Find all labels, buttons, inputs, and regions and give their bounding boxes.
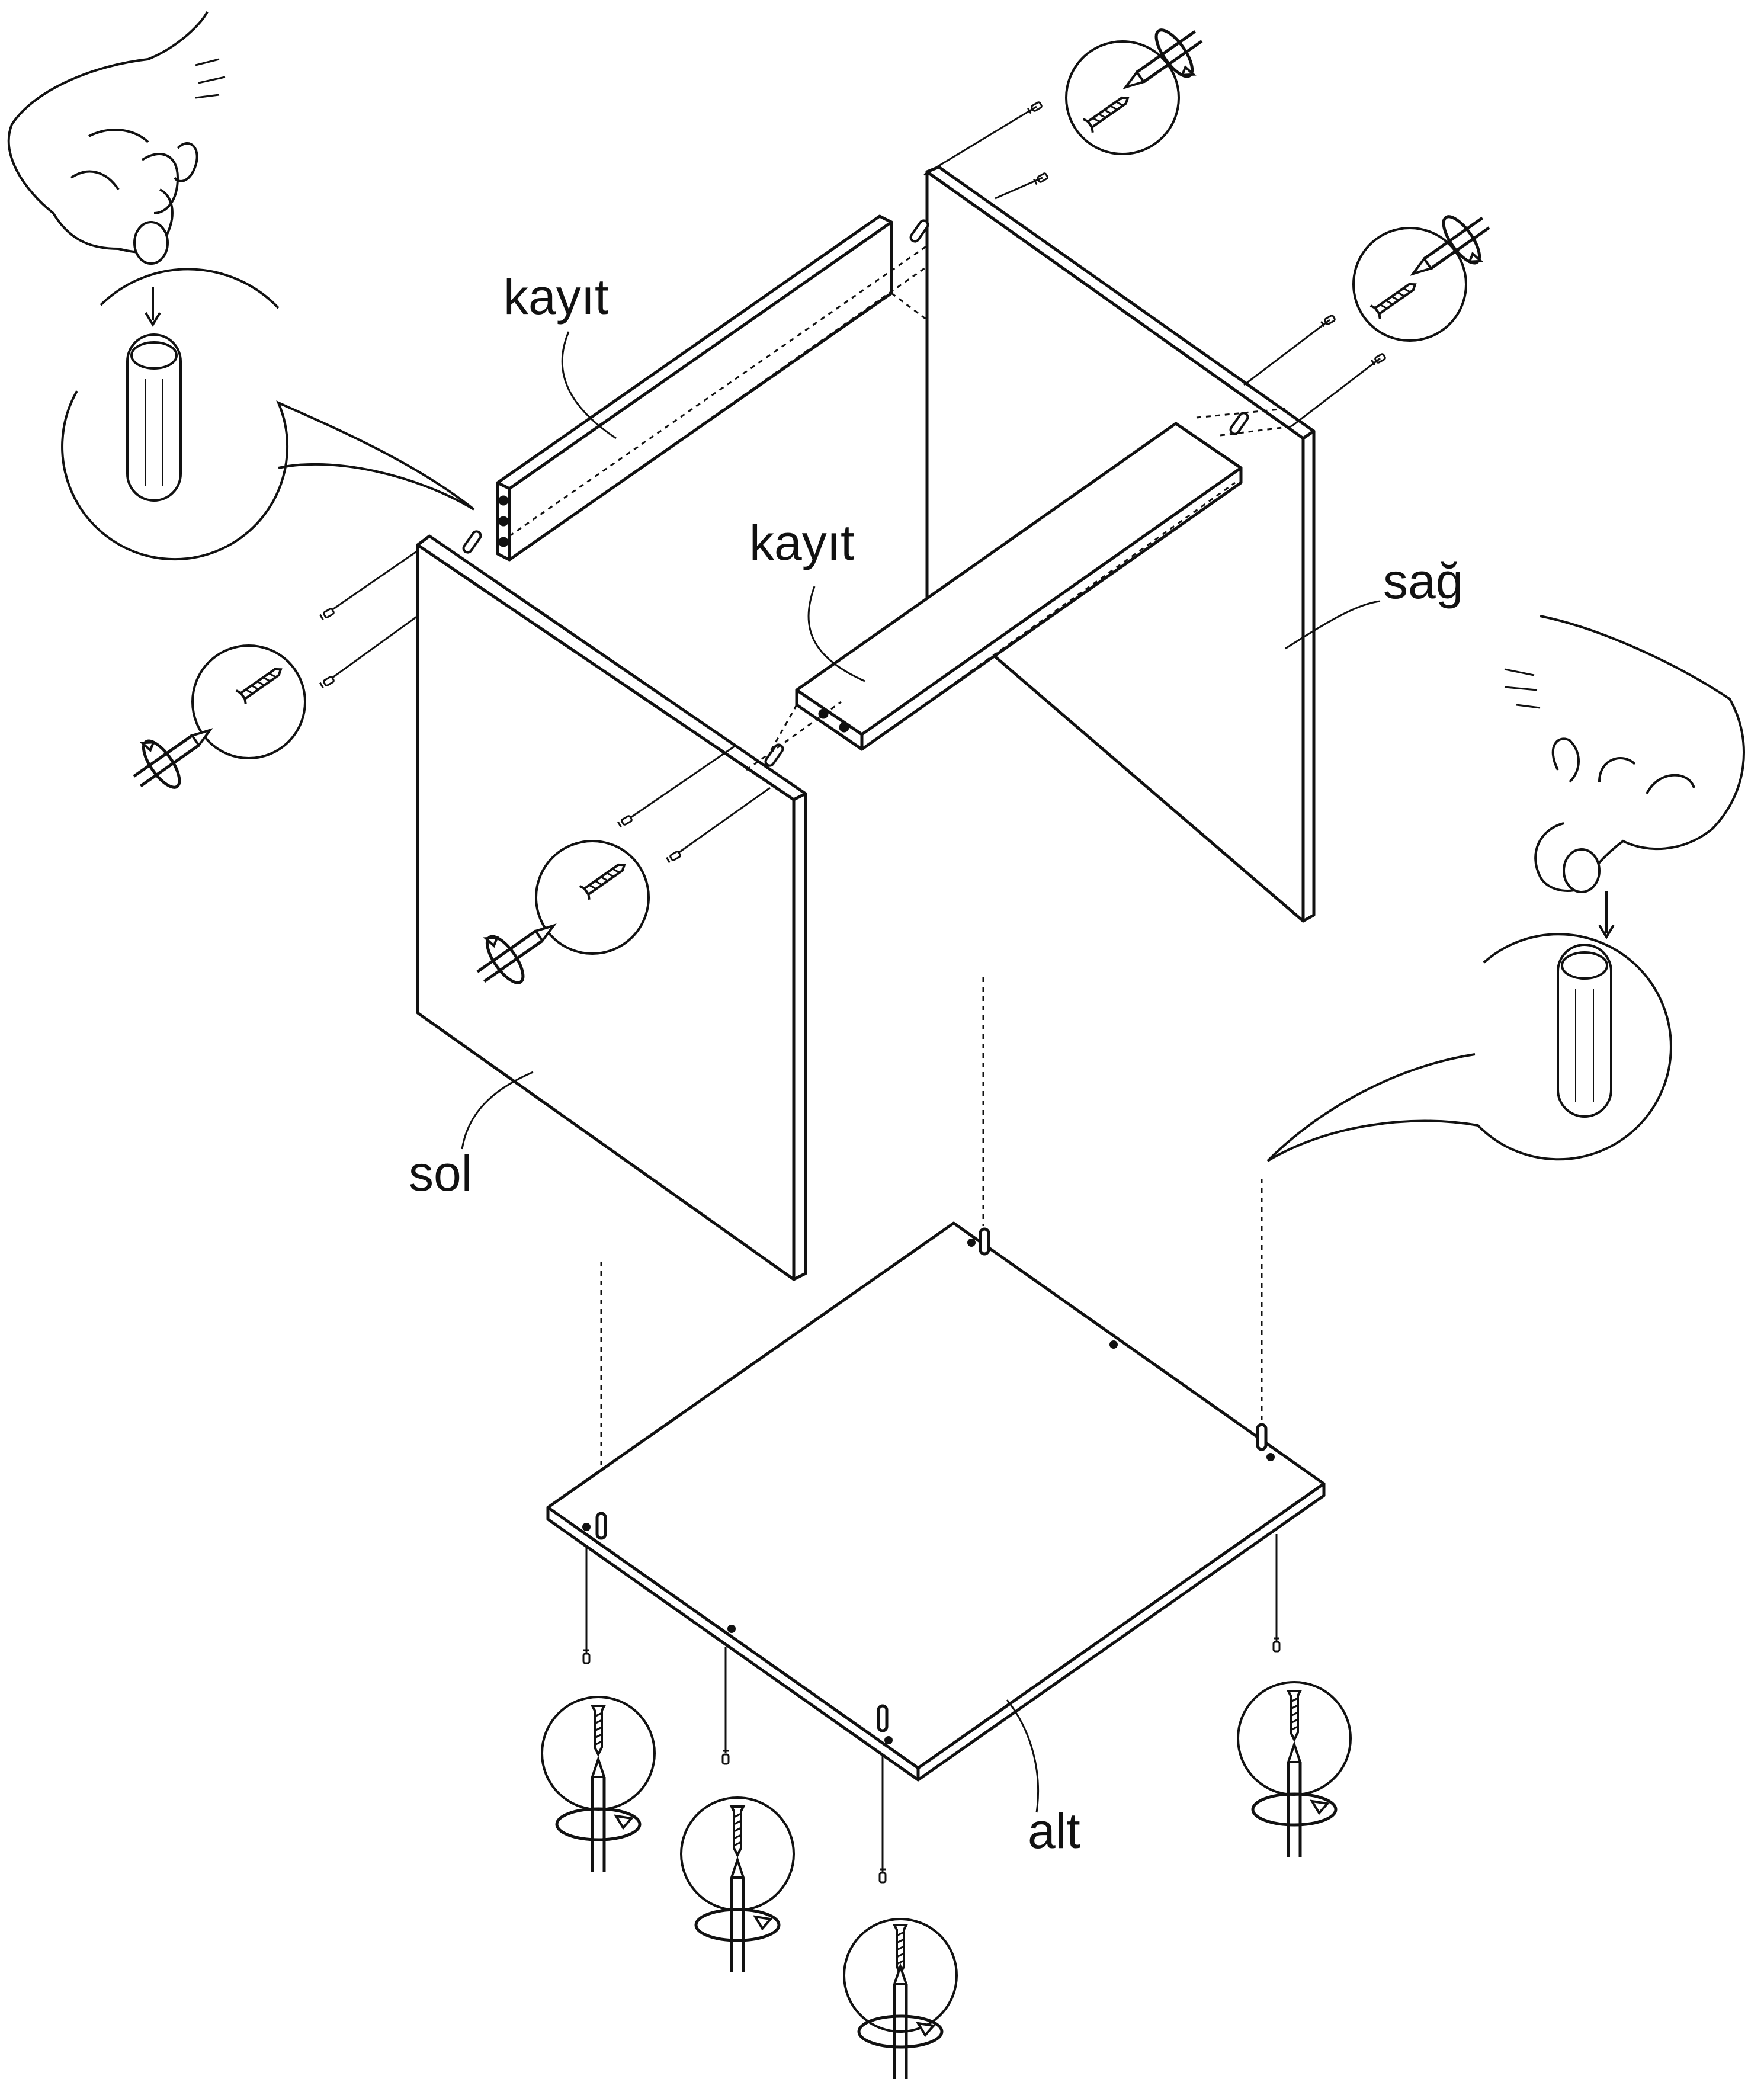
screw-callout-bottom-4 <box>1237 1681 1352 1857</box>
label-bottom-panel: alt <box>1028 1803 1080 1859</box>
bottom-panel <box>546 1221 1326 1782</box>
dowel-pegs <box>462 219 1249 767</box>
top-rail <box>496 214 893 562</box>
screw-lead-lines <box>331 105 1381 1872</box>
screw-callout-bottom-3 <box>843 1918 958 2079</box>
screw-callout-left-1 <box>121 644 306 804</box>
dowel-callout-left <box>7 11 475 561</box>
label-right-panel: sağ <box>1383 553 1463 609</box>
hand-inserting-dowel-icon <box>1504 615 1745 893</box>
wooden-dowel-icon <box>126 333 182 502</box>
front-rail <box>795 422 1243 751</box>
wooden-dowel-icon <box>1557 944 1612 1118</box>
dowel-callout-right <box>1266 615 1745 1162</box>
label-top-rail: kayıt <box>503 269 608 325</box>
label-left-panel: sol <box>409 1146 472 1201</box>
screw-callout-bottom-1 <box>541 1696 656 1872</box>
screw-callout-top-2 <box>1352 200 1502 342</box>
screw-callout-bottom-2 <box>680 1796 795 1972</box>
screw-callout-top-1 <box>1065 14 1215 155</box>
hand-inserting-dowel-icon <box>7 11 226 265</box>
screw-callout-left-2 <box>464 840 650 999</box>
label-front-rail: kayıt <box>749 515 854 570</box>
label-leaders <box>461 331 1381 1813</box>
